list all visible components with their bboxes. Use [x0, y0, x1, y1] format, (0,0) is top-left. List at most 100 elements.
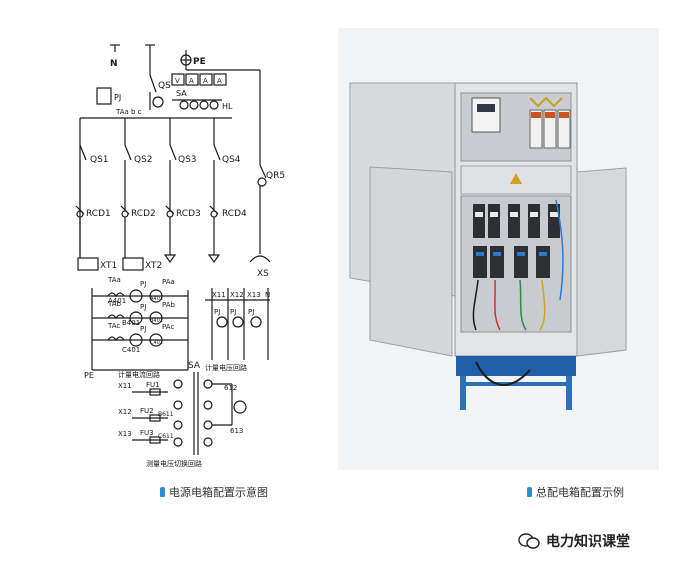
wechat-logo-icon	[518, 533, 540, 549]
label-xt1: XT1	[100, 261, 117, 271]
label-x11-top: X11	[212, 291, 226, 299]
label-ta-abc: TAa b c	[115, 108, 142, 116]
label-current-loop: 计量电流回路	[118, 370, 160, 379]
metering-voltage-loop	[205, 288, 270, 360]
sa-switch	[152, 96, 164, 108]
caption-bullet-icon	[527, 487, 532, 497]
meter-display	[477, 104, 495, 112]
label-x12: X12	[118, 408, 132, 416]
pj-energy-meter	[96, 87, 112, 105]
label-switch-loop: 测量电压切换回路	[146, 459, 202, 468]
watermark: 电力知识课堂	[518, 531, 630, 551]
branch-qr5	[249, 164, 271, 263]
label-qs4: QS4	[222, 155, 241, 165]
label-pj-a: PJ	[140, 280, 146, 288]
branch-breakers	[473, 204, 560, 238]
caption-right: 总配电箱配置示例	[527, 484, 624, 500]
label-rcd1: RCD1	[86, 209, 111, 219]
label-pj: PJ	[114, 93, 121, 102]
qs-main-switch	[149, 74, 157, 93]
label-rcd4: RCD4	[222, 209, 247, 219]
indicator-lamp-1	[179, 100, 189, 110]
label-pac: PAc	[162, 323, 174, 331]
label-x13: X13	[118, 430, 132, 438]
caption-right-text: 总配电箱配置示例	[536, 486, 624, 499]
label-rcd2: RCD2	[131, 209, 156, 219]
label-hl: HL	[222, 102, 233, 111]
label-c401: C401	[122, 346, 140, 354]
label-n: N	[110, 59, 118, 69]
label-sa-bottom: SA	[188, 361, 201, 371]
breaker-handle-3	[559, 112, 569, 118]
caption-bullet-icon	[160, 487, 165, 497]
lower-right-door	[576, 167, 627, 357]
label-a402: A402	[150, 296, 163, 302]
label-qr5: QR5	[266, 171, 285, 181]
breaker-handle-1	[531, 112, 541, 118]
watermark-text: 电力知识课堂	[546, 534, 630, 550]
label-b402: B402	[150, 318, 163, 324]
label-pj-c: PJ	[140, 325, 146, 333]
rcd-modules	[473, 246, 550, 278]
stand-leg-right	[566, 376, 572, 410]
label-a3: A	[217, 77, 222, 85]
label-x12-top: X12	[230, 291, 244, 299]
main-breaker-2	[543, 109, 557, 149]
label-qs1: QS1	[90, 155, 109, 165]
ammeter-box-a	[185, 73, 199, 86]
label-paa: PAa	[162, 278, 175, 286]
label-c611: C611	[158, 433, 174, 440]
breaker-handle-2	[545, 112, 555, 118]
wiring	[472, 199, 564, 331]
label-tac: TAc	[107, 322, 120, 330]
label-pj-v3: PJ	[248, 308, 254, 316]
busbar-wires	[529, 96, 563, 108]
schematic-labels: N PE QS V A A A SA PJ TAa b c HL QS1 QS2…	[84, 57, 285, 468]
caption-left-text: 电源电箱配置示意图	[169, 486, 268, 499]
label-b611: B611	[158, 411, 174, 418]
xt1-terminal	[77, 257, 99, 271]
label-pab: PAb	[162, 301, 176, 309]
label-voltage-loop: 计量电压回路	[205, 363, 247, 372]
metering-current-loop	[91, 288, 189, 371]
label-taa: TAa	[107, 276, 121, 284]
label-pe-bottom: PE	[84, 371, 94, 380]
label-pj-v1: PJ	[214, 308, 220, 316]
stand-crossbar	[466, 382, 566, 386]
label-613: 613	[230, 427, 243, 435]
branch-3	[163, 118, 177, 264]
cabinet-stand-top	[456, 356, 576, 376]
energy-meter	[471, 97, 501, 133]
distribution-cabinet-illustration	[338, 28, 659, 470]
lower-left-door	[369, 166, 453, 357]
label-fu1: FU1	[146, 381, 160, 389]
label-qs3: QS3	[178, 155, 197, 165]
branch-1	[75, 144, 87, 258]
label-x11: X11	[118, 382, 132, 390]
label-pj-v2: PJ	[230, 308, 236, 316]
label-x13-top: X13	[247, 291, 261, 299]
label-tab: TAb	[107, 300, 122, 308]
label-qs2: QS2	[134, 155, 153, 165]
main-breaker-1	[529, 109, 543, 149]
ammeter-box-c	[213, 73, 227, 86]
main-breaker-3	[557, 109, 571, 149]
label-rcd3: RCD3	[176, 209, 201, 219]
power-box-schematic	[75, 44, 271, 455]
indicator-lamp-3	[199, 100, 209, 110]
label-xs: XS	[257, 269, 269, 279]
label-a1: A	[189, 77, 194, 85]
label-fu3: FU3	[140, 429, 154, 437]
label-pe: PE	[193, 57, 206, 67]
label-sa-top: SA	[176, 89, 187, 98]
label-xt2: XT2	[145, 261, 162, 271]
label-b401: B401	[122, 319, 140, 327]
label-612: 612	[224, 384, 237, 392]
label-n-voltage: N	[265, 291, 270, 299]
label-v: V	[175, 77, 180, 85]
xt2-terminal	[122, 257, 144, 271]
label-pj-b: PJ	[140, 303, 146, 311]
label-qs: QS	[158, 81, 171, 91]
label-fu2: FU2	[140, 407, 154, 415]
